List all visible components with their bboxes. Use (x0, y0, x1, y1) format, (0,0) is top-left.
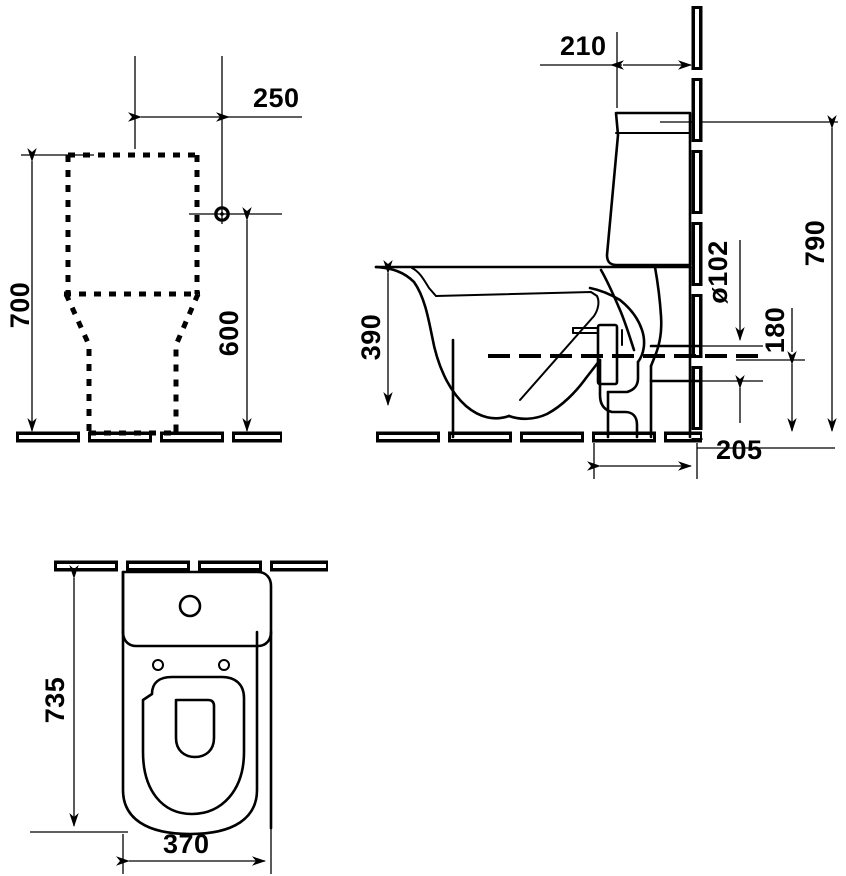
side-outlet-pipe (649, 344, 702, 383)
dim-102-group: ø102 (697, 240, 763, 423)
dim-790-group: 790 (700, 115, 838, 432)
dim-210-label: 210 (560, 31, 607, 61)
dim-700-label: 700 (5, 282, 35, 329)
supply-connection-crosshair-icon (214, 206, 230, 222)
dim-250-label: 250 (253, 83, 300, 113)
dim-250-group: 250 (128, 56, 302, 224)
plan-seat-ring (141, 675, 246, 816)
plan-seat-opening (174, 698, 216, 759)
dim-600-group: 600 (189, 207, 282, 432)
dim-205-label: 205 (716, 435, 763, 465)
dim-205-group: 205 (587, 435, 835, 479)
fixing-hole-right-icon (218, 659, 230, 671)
dim-370-group: 370 (116, 828, 272, 874)
dim-390-group: 390 (356, 260, 412, 406)
front-elevation-view: 700 600 250 (5, 56, 302, 443)
dim-210-group: 210 (540, 31, 692, 108)
plan-fixing-holes (152, 659, 230, 671)
plan-cistern (121, 570, 273, 648)
dim-700-group: 700 (5, 148, 94, 432)
dim-735-label: 735 (40, 677, 70, 724)
dim-180-group: 180 (736, 307, 805, 432)
dim-735-group: 735 (30, 565, 128, 833)
dim-370-label: 370 (163, 829, 210, 859)
dim-102-label: ø102 (703, 240, 733, 304)
plan-bowl (121, 630, 273, 836)
dim-390-label: 390 (356, 314, 386, 361)
side-cistern (605, 111, 692, 267)
dim-600-label: 600 (214, 310, 244, 357)
side-elevation-view: 210 390 ø102 180 (356, 6, 838, 479)
plan-view: 735 370 (30, 560, 328, 874)
front-toilet-outline (63, 152, 201, 436)
fixing-hole-left-icon (152, 659, 164, 671)
dim-180-label: 180 (760, 307, 790, 354)
side-bowl (374, 265, 692, 439)
dim-790-label: 790 (800, 220, 830, 267)
